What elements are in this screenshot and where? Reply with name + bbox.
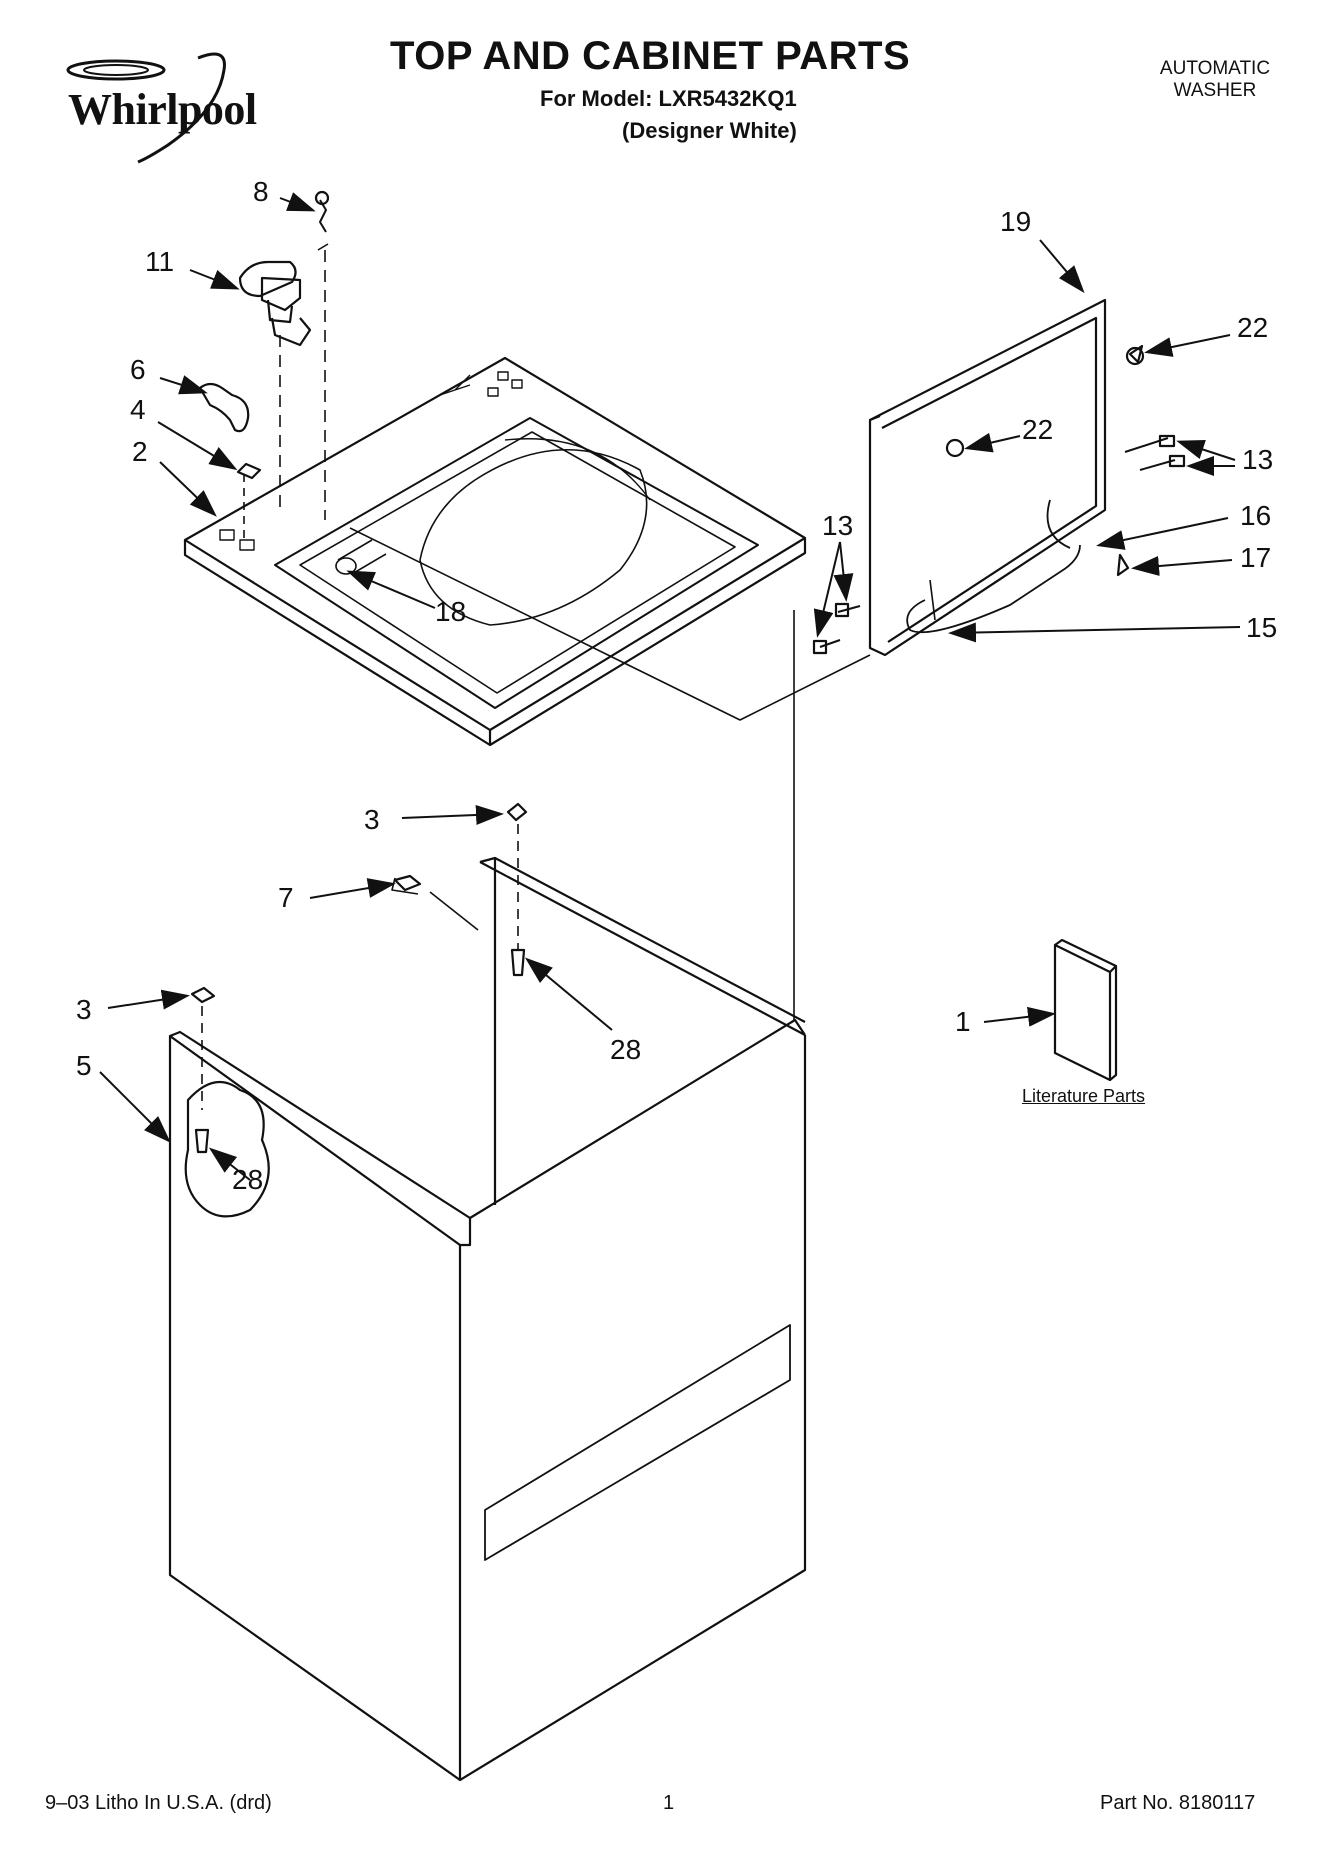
callout-5: 5 — [76, 1050, 92, 1081]
callout-11: 11 — [145, 246, 175, 277]
logo-wordmark: Whirlpool — [68, 85, 257, 134]
callout-28-top: 28 — [610, 1034, 642, 1065]
rear-console-panel — [349, 298, 1186, 721]
callout-3-left: 3 — [76, 994, 92, 1025]
callout-3-top: 3 — [364, 804, 380, 835]
leader-arrows — [99, 192, 1241, 1181]
callout-22-left: 22 — [1022, 414, 1054, 445]
callout-17: 17 — [1240, 542, 1272, 573]
whirlpool-logo: Whirlpool — [48, 50, 278, 170]
page-title: TOP AND CABINET PARTS — [390, 34, 911, 78]
callout-28-left: 28 — [232, 1164, 264, 1195]
lid-switch-assembly — [238, 190, 330, 520]
callout-16: 16 — [1240, 500, 1272, 531]
callout-19: 19 — [1000, 206, 1032, 237]
product-type: AUTOMATIC WASHER — [1130, 58, 1300, 102]
callout-13-left: 13 — [822, 510, 854, 541]
callout-22-right: 22 — [1237, 312, 1269, 343]
washer-top-panel — [183, 356, 807, 747]
callout-13-right: 13 — [1242, 444, 1274, 475]
product-line-2: WASHER — [1173, 80, 1257, 101]
literature-booklet-icon — [1053, 938, 1118, 1082]
washer-cabinet — [168, 610, 807, 1782]
fasteners — [190, 802, 528, 1154]
callout-6: 6 — [130, 354, 146, 385]
footer-part-number: Part No. 8180117 — [1100, 1792, 1256, 1814]
footer-litho: 9–03 Litho In U.S.A. (drd) — [45, 1792, 272, 1814]
model-line: For Model: LXR5432KQ1 — [540, 86, 797, 111]
callout-8: 8 — [253, 176, 269, 207]
callout-7: 7 — [278, 882, 294, 913]
callout-2: 2 — [132, 436, 148, 467]
callout-1: 1 — [955, 1006, 971, 1037]
footer-page-number: 1 — [663, 1792, 675, 1814]
variant-line: (Designer White) — [622, 118, 797, 143]
hinge-and-clip — [198, 382, 262, 540]
callout-18: 18 — [435, 596, 467, 627]
callout-4: 4 — [130, 394, 146, 425]
product-line-1: AUTOMATIC — [1159, 58, 1271, 79]
callout-15: 15 — [1246, 612, 1278, 643]
logo-swirl-icon — [66, 52, 226, 164]
literature-parts-label: Literature Parts — [1022, 1086, 1146, 1106]
